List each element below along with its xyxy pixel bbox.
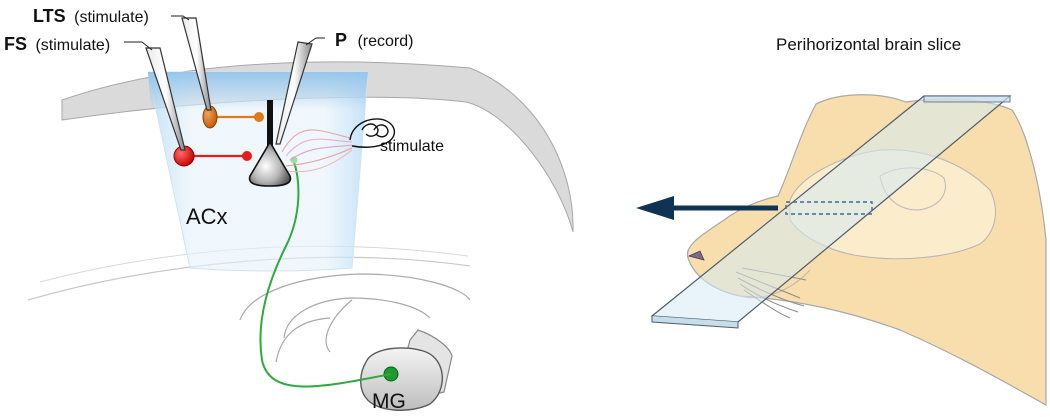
slice-panel: Perihorizontal brain slice [636, 35, 1047, 407]
thalamocortical-axon [259, 161, 392, 388]
p-label: P (record) [335, 30, 413, 50]
pyramidal-soma [248, 140, 292, 187]
slice-plane-top-edge [923, 95, 1011, 103]
cortex-schematic: MG stimulate [4, 6, 574, 413]
fs-label: FS (stimulate) [4, 34, 110, 54]
lts-electrode [181, 17, 212, 111]
fs-electrode [145, 47, 186, 151]
fs-synapse [242, 151, 252, 161]
hippocampus-outline [239, 273, 471, 363]
mg-label: MG [372, 390, 406, 413]
eye [687, 250, 705, 261]
stimulated-fibers [279, 129, 353, 173]
pyramidal-apical-dendrite [267, 100, 273, 150]
slice-plane-edge [651, 316, 739, 329]
roi-dashed-box [785, 201, 873, 215]
p-electrode [275, 41, 313, 145]
mg-nucleus [360, 347, 444, 411]
stimulation-electrode [349, 118, 395, 148]
leader-lines [124, 15, 325, 51]
stimulate-label: stimulate [380, 138, 444, 155]
lts-synapse [254, 112, 264, 122]
acx-label: ACx [186, 204, 228, 229]
lts-label: LTS (stimulate) [33, 6, 149, 26]
direction-arrow-head [636, 196, 674, 220]
cortical-column-top [148, 72, 368, 110]
slice-title: Perihorizontal brain slice [776, 35, 961, 54]
